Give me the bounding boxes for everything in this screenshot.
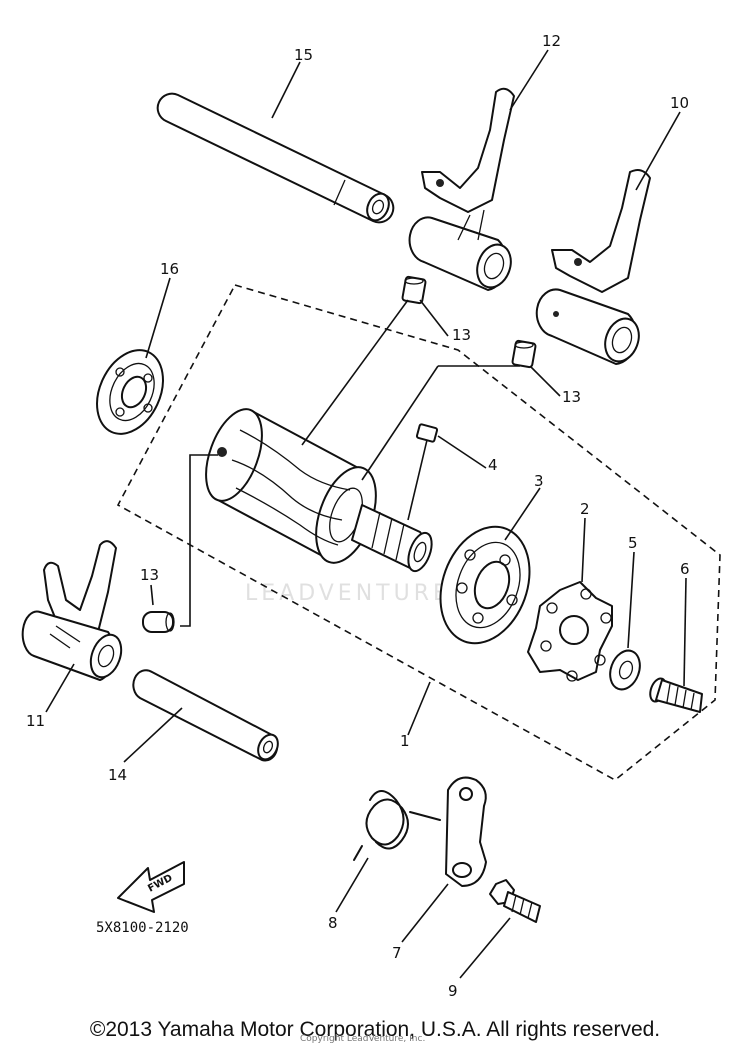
callout-7: 7 bbox=[392, 944, 402, 962]
part-2-segment[interactable] bbox=[527, 581, 613, 682]
part-14-guide-bar[interactable] bbox=[132, 669, 281, 762]
callout-14: 14 bbox=[108, 766, 127, 784]
part-16-bearing[interactable] bbox=[84, 339, 176, 444]
part-3-bearing[interactable] bbox=[425, 514, 545, 655]
part-10-shift-fork[interactable] bbox=[535, 169, 651, 366]
exploded-parts-diagram: LEADVENTURE bbox=[21, 32, 721, 1000]
part-5-washer[interactable] bbox=[605, 646, 645, 693]
watermark-text: LEADVENTURE bbox=[245, 581, 451, 606]
part-15-guide-bar[interactable] bbox=[156, 92, 395, 224]
assembly-boundary bbox=[116, 284, 721, 781]
callout-10: 10 bbox=[670, 94, 689, 112]
callout-3: 3 bbox=[534, 472, 544, 490]
callout-labels: 15 12 10 16 13 13 4 3 2 5 6 13 11 1 14 8… bbox=[26, 32, 690, 1000]
callout-13-right: 13 bbox=[562, 388, 581, 406]
callout-11: 11 bbox=[26, 712, 45, 730]
callout-9: 9 bbox=[448, 982, 458, 1000]
callout-8: 8 bbox=[328, 914, 338, 932]
part-9-bolt[interactable] bbox=[489, 879, 541, 923]
part-8-spring[interactable] bbox=[353, 790, 441, 861]
callout-13-left: 13 bbox=[140, 566, 159, 584]
part-6-screw[interactable] bbox=[647, 676, 703, 713]
callout-1: 1 bbox=[400, 732, 410, 750]
part-7-plate[interactable] bbox=[445, 776, 487, 887]
callout-12: 12 bbox=[542, 32, 561, 50]
leader-lines bbox=[45, 49, 687, 979]
callout-4: 4 bbox=[488, 456, 498, 474]
part-4-pin[interactable] bbox=[415, 423, 439, 443]
part-1-shift-cam-drum[interactable] bbox=[195, 402, 436, 575]
callout-13-upper: 13 bbox=[452, 326, 471, 344]
part-code-label: 5X8100-2120 bbox=[96, 920, 189, 936]
part-11-shift-fork[interactable] bbox=[21, 540, 127, 681]
part-13-cam-follower-right[interactable] bbox=[511, 339, 537, 369]
part-12-shift-fork[interactable] bbox=[408, 87, 517, 292]
callout-16: 16 bbox=[160, 260, 179, 278]
callout-2: 2 bbox=[580, 500, 590, 518]
callout-6: 6 bbox=[680, 560, 690, 578]
copyright-notice: ©2013 Yamaha Motor Corporation, U.S.A. A… bbox=[89, 1018, 661, 1041]
copyright-sub-credit: Copyright LeadVenture, Inc. bbox=[300, 1034, 426, 1044]
part-13-cam-follower-left[interactable] bbox=[142, 611, 175, 633]
part-13-cam-follower-upper[interactable] bbox=[401, 275, 427, 305]
callout-5: 5 bbox=[628, 534, 638, 552]
fwd-arrow-icon: FWD bbox=[117, 861, 185, 913]
callout-15: 15 bbox=[294, 46, 313, 64]
